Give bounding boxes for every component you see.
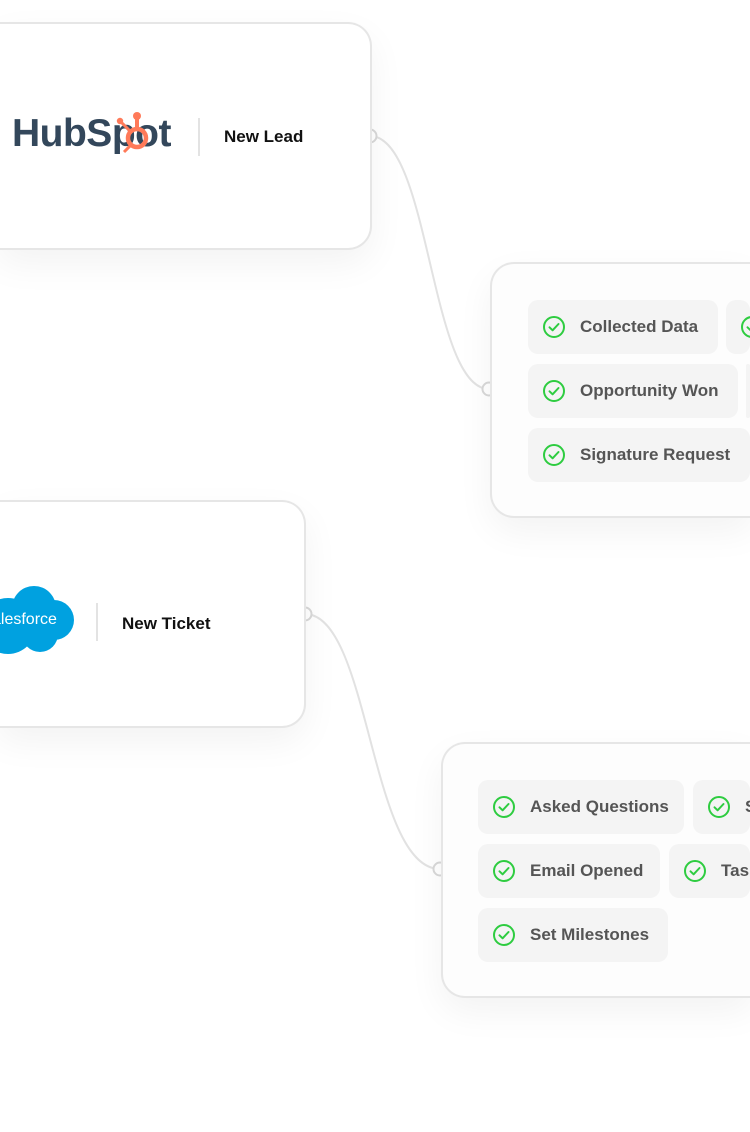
- check-circle-icon: [708, 796, 730, 818]
- action-chip[interactable]: Signature Request: [528, 428, 750, 482]
- check-circle-icon: [493, 860, 515, 882]
- action-chip[interactable]: Email Opened: [478, 844, 660, 898]
- action-chip-label: Opportunity Won: [580, 381, 719, 400]
- wire-hubspot-to-group-1: [369, 135, 490, 390]
- check-circle-icon: [684, 860, 706, 882]
- action-chip[interactable]: [746, 364, 750, 418]
- salesforce-wordmark: salesforce: [0, 611, 57, 628]
- action-chip-label: Collected Data: [580, 317, 699, 336]
- action-chip[interactable]: [726, 300, 750, 354]
- check-circle-icon: [493, 924, 515, 946]
- trigger-label: New Lead: [224, 127, 304, 146]
- logo-divider: [198, 118, 200, 156]
- hubspot-sprocket-icon: [116, 112, 149, 154]
- action-chip-label: Asked Questions: [530, 797, 669, 816]
- check-circle-icon: [543, 444, 565, 466]
- logo-divider: [96, 603, 98, 641]
- action-chip[interactable]: Tas: [669, 844, 750, 898]
- action-chip-label: Set Milestones: [530, 925, 650, 944]
- action-chip[interactable]: Set Milestones: [478, 908, 668, 962]
- salesforce-cloud-icon: [0, 586, 74, 654]
- trigger-label: New Ticket: [122, 614, 211, 633]
- action-chip-label: Signature Request: [580, 445, 731, 464]
- check-circle-icon: [493, 796, 515, 818]
- check-circle-icon: [543, 316, 565, 338]
- wire-salesforce-to-group-2: [304, 613, 441, 870]
- action-chip[interactable]: Opportunity Won: [528, 364, 738, 418]
- action-chip-label: S: [745, 797, 750, 817]
- action-chip-label: Tas: [721, 861, 750, 880]
- action-chip[interactable]: Collected Data: [528, 300, 718, 354]
- trigger-card-hubspot[interactable]: [0, 22, 372, 250]
- action-chip[interactable]: Asked Questions: [478, 780, 684, 834]
- action-chip-label: Email Opened: [530, 861, 644, 880]
- check-circle-icon: [741, 316, 750, 338]
- action-chip[interactable]: S: [693, 780, 750, 834]
- check-circle-icon: [543, 380, 565, 402]
